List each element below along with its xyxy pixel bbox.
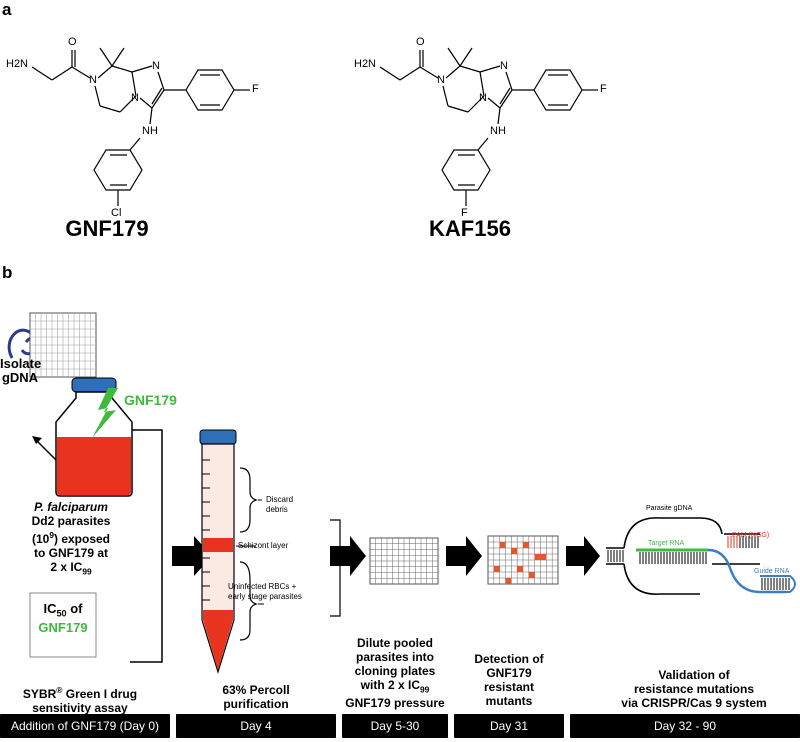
dna-base-ticks — [607, 536, 790, 590]
nitrogen-label: N — [500, 60, 508, 72]
oxygen-label: O — [68, 36, 77, 48]
ic50-label: IC50 of GNF179 — [38, 601, 88, 635]
step-sybr-caption: SYBR® Green I drug sensitivity assay — [22, 685, 138, 715]
target-rna-label: Target RNA — [648, 540, 685, 547]
chemical-structures — [31, 47, 598, 206]
nitrogen-label: N — [131, 92, 139, 104]
schizont-layer-label: Schizont layer — [238, 541, 289, 550]
step-detection-caption: Detection of GNF179 resistant mutants — [474, 652, 544, 708]
timeline-day-5-30: Day 5-30 — [342, 714, 448, 738]
uninfected-rbc-label: Uninfected RBCs +early stage parasites — [228, 582, 302, 601]
chlorine-label: Cl — [111, 207, 122, 219]
mutant-plate-icon — [487, 535, 559, 585]
step-dilute-caption: Dilute pooled parasites into cloning pla… — [345, 636, 445, 711]
lightning-icon — [92, 388, 118, 438]
culture-flask-icon — [55, 377, 133, 497]
nitrogen-label: N — [89, 74, 97, 86]
parasite-gdna-label: Parasite gDNA — [646, 505, 693, 512]
fluorine-label: F — [252, 83, 259, 95]
timeline-day-32-90: Day 32 - 90 — [570, 714, 800, 738]
nitrogen-label: N — [479, 92, 487, 104]
nitrogen-label: N — [152, 60, 160, 72]
oxygen-label: O — [416, 36, 425, 48]
panel-b-label: b — [2, 263, 13, 282]
connector-bracket — [330, 519, 341, 617]
nh-label: NH — [490, 125, 506, 137]
gnf179-structure — [31, 47, 250, 206]
cloning-plate-icon — [369, 537, 439, 585]
kaf156-structure — [379, 47, 598, 206]
h2n-label: H2N — [354, 58, 377, 70]
compound-name-gnf179: GNF179 — [65, 216, 149, 241]
arrow-right — [330, 536, 366, 576]
arrow-right — [446, 536, 482, 576]
centrifuge-tube-icon — [199, 429, 237, 675]
arrow-right — [566, 536, 600, 576]
h2n-label: H2N — [6, 58, 29, 70]
culture-description: P. falciparum Dd2 parasites (109) expose… — [31, 500, 111, 577]
timeline-day-0: Addition of GNF179 (Day 0) — [0, 714, 170, 738]
brace — [239, 561, 258, 641]
isolate-arrow — [35, 439, 57, 461]
isolate-label: Isolate gDNA — [0, 356, 42, 385]
compound-name-kaf156: KAF156 — [429, 216, 511, 241]
nh-label: NH — [142, 125, 158, 137]
workflow-diagram — [7, 312, 796, 675]
connector-bracket — [130, 429, 163, 663]
timeline-day-4: Day 4 — [176, 714, 336, 738]
flask-drug-label: GNF179 — [124, 392, 177, 408]
step-crispr-caption: Validation of resistance mutations via C… — [621, 668, 767, 710]
guide-rna-label: Guide RNA — [754, 568, 790, 575]
panel-a-label: a — [2, 0, 12, 19]
fluorine-label: F — [461, 207, 468, 219]
pam-label: PAM (NGG) — [732, 532, 770, 539]
brace — [239, 467, 258, 533]
fluorine-label: F — [600, 83, 607, 95]
crispr-diagram — [606, 517, 796, 595]
ic50-plate-icon — [29, 312, 97, 658]
timeline-day-31: Day 31 — [454, 714, 564, 738]
nitrogen-label: N — [437, 74, 445, 86]
